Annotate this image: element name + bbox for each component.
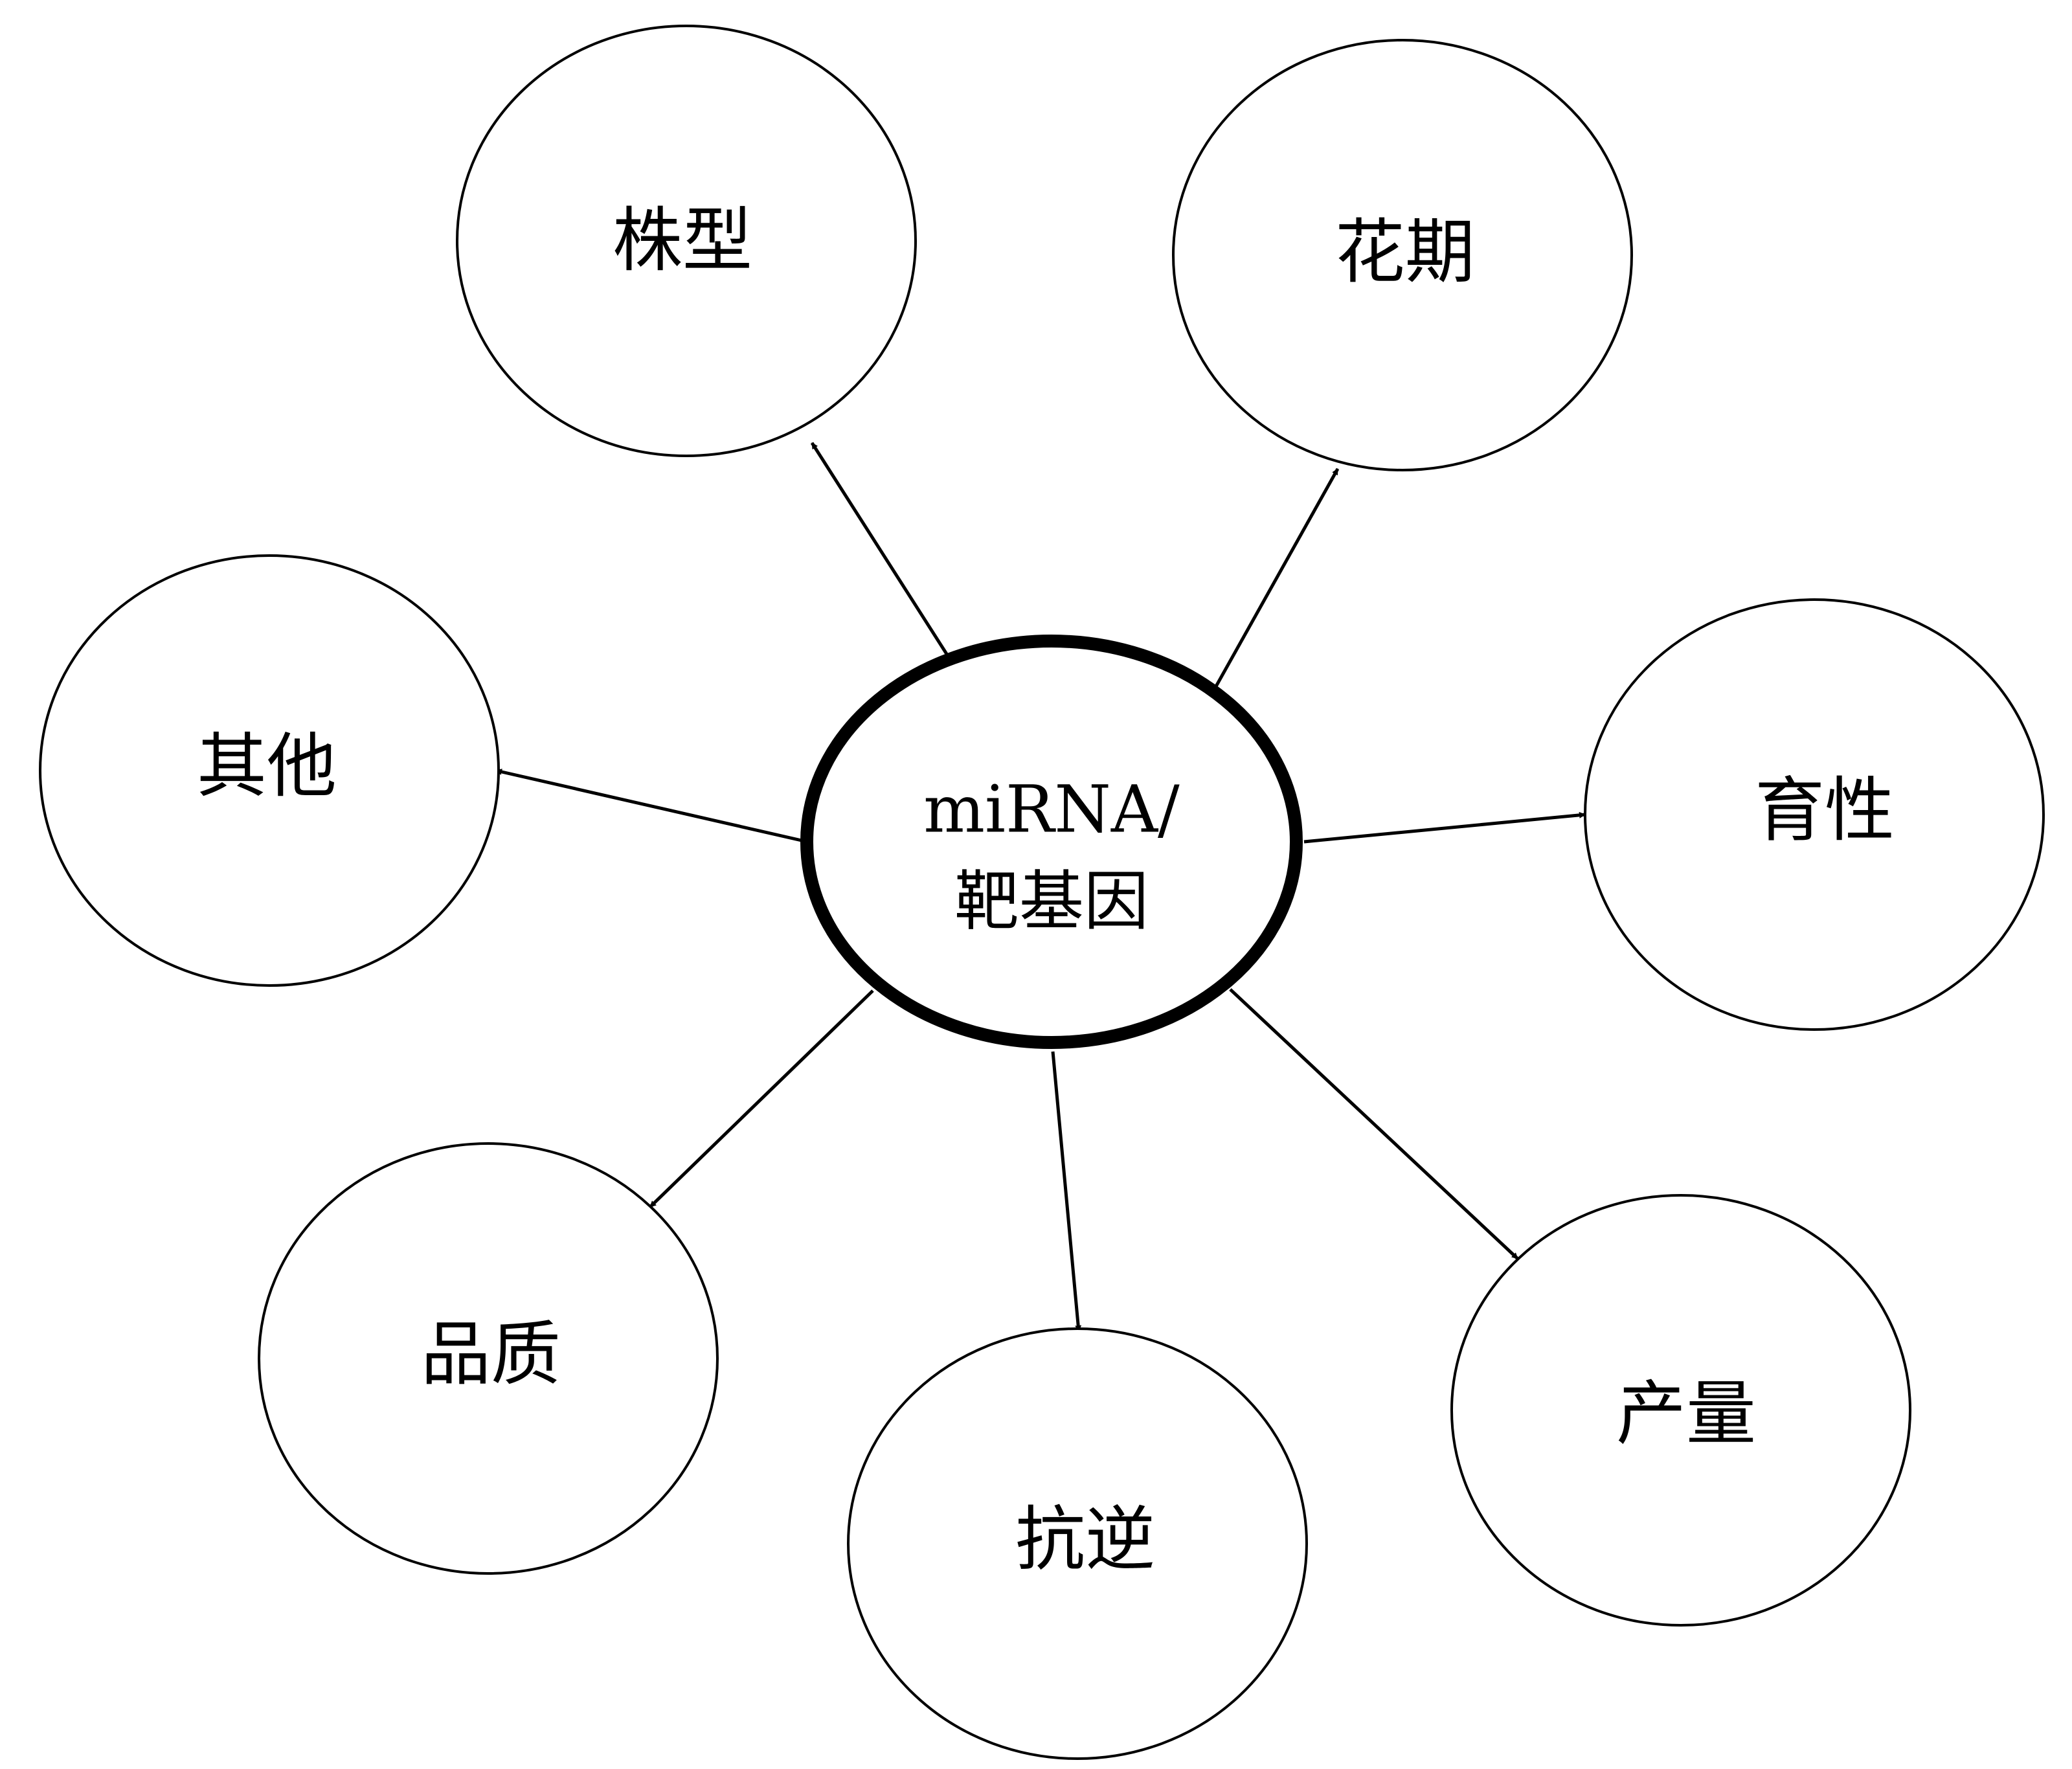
- arrow-to-stress-resistance: [1051, 1051, 1082, 1332]
- arrow-to-plant-type: [810, 442, 949, 655]
- node-yield: 产量: [1450, 1194, 1911, 1627]
- node-ellipse: [258, 1142, 719, 1575]
- node-label: 株型: [613, 201, 752, 282]
- node-label: 花期: [1335, 212, 1475, 293]
- center-ellipse: [800, 635, 1303, 1049]
- node-label: 其他: [197, 727, 337, 807]
- node-stress-resistance: 抗逆: [847, 1327, 1308, 1760]
- center-label-line1: miRNA/: [923, 772, 1180, 848]
- node-quality: 品质: [258, 1142, 719, 1575]
- arrow-to-yield: [1229, 988, 1519, 1260]
- node-label: 产量: [1616, 1374, 1756, 1455]
- center-label-line2: 靶基因: [954, 864, 1149, 940]
- node-other: 其他: [39, 554, 500, 987]
- arrow-to-other: [495, 769, 802, 842]
- node-ellipse: [1450, 1194, 1911, 1627]
- arrows: [495, 442, 1586, 1332]
- node-flowering: 花期: [1172, 39, 1633, 471]
- node-label: 抗逆: [1015, 1500, 1155, 1581]
- arrow-to-flowering: [1214, 468, 1340, 688]
- node-ellipse: [847, 1327, 1308, 1760]
- node-fertility: 育性: [1584, 598, 2045, 1031]
- node-label: 育性: [1755, 771, 1895, 851]
- node-label: 品质: [421, 1314, 561, 1395]
- arrow-to-quality: [649, 989, 874, 1208]
- node-ellipse: [456, 25, 917, 457]
- node-ellipse: [1172, 39, 1633, 471]
- node-plant-type: 株型: [456, 25, 917, 457]
- arrow-to-fertility: [1303, 811, 1586, 844]
- node-ellipse: [39, 554, 500, 987]
- node-ellipse: [1584, 598, 2045, 1031]
- center-node: miRNA/ 靶基因: [800, 635, 1303, 1049]
